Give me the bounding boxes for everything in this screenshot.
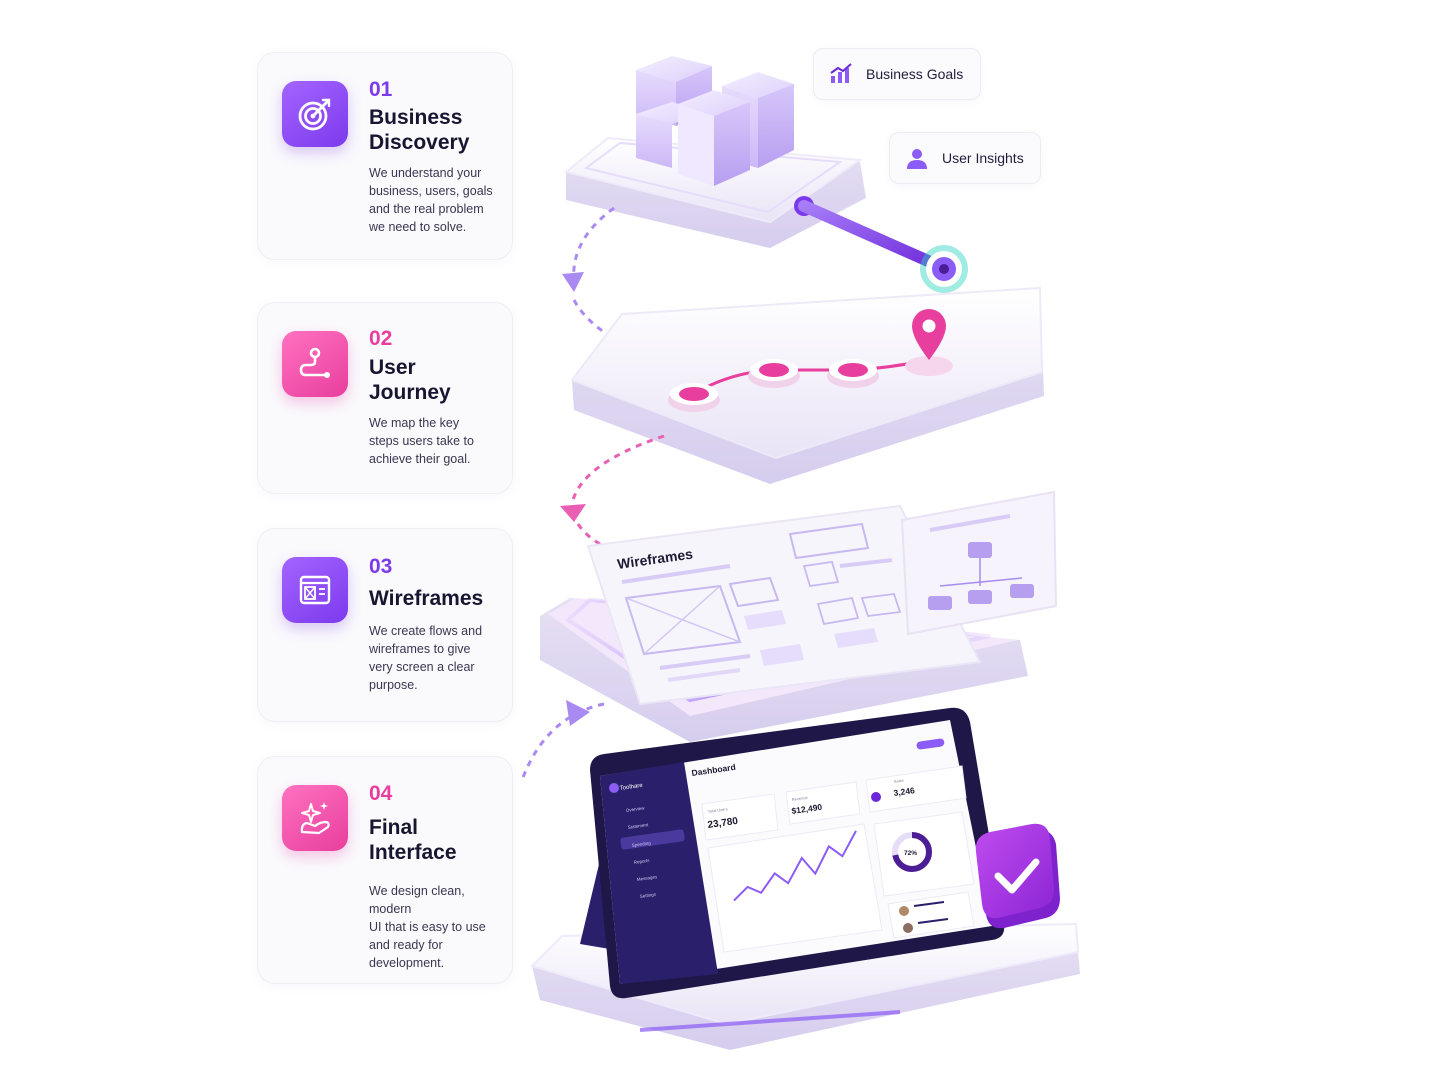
- cube: [636, 102, 706, 168]
- donut-value: 72%: [904, 850, 917, 857]
- svg-text:Revenue: Revenue: [791, 795, 808, 802]
- final-interface-platform: [530, 860, 1080, 1050]
- svg-text:Sales: Sales: [893, 778, 904, 784]
- nav-item: Overview: [625, 805, 645, 813]
- svg-text:Total Users: Total Users: [707, 806, 728, 814]
- journey-node: [668, 383, 720, 412]
- journey-path-icon: [282, 331, 348, 397]
- business-goals-tag: Business Goals: [813, 48, 981, 100]
- line-chart-card: [707, 823, 883, 953]
- svg-text:23,780: 23,780: [707, 816, 739, 831]
- nav-item: Reports: [633, 858, 650, 865]
- wireframes-board: Wireframes: [540, 490, 1058, 742]
- location-pin-icon: [905, 309, 953, 376]
- activity-card: [887, 891, 975, 939]
- cube: [678, 90, 750, 186]
- tablet-dashboard: Toolhare Overview Statement Spending Rep…: [590, 707, 1005, 999]
- journey-node: [748, 359, 800, 388]
- donut-card: 72%: [873, 811, 975, 897]
- sparkle-hand-icon: [282, 785, 348, 851]
- stat-card: Total Users 23,780: [701, 793, 779, 841]
- nav-item: Settings: [639, 892, 657, 899]
- step-number: 03: [369, 555, 393, 578]
- line-chart-series: [733, 830, 857, 902]
- svg-text:$12,490: $12,490: [791, 802, 823, 816]
- step-number: 02: [369, 327, 393, 350]
- business-goals-label: Business Goals: [866, 66, 964, 82]
- user-icon: [904, 145, 930, 171]
- dashboard-nav: Overview Statement Spending Reports Mess…: [620, 805, 685, 899]
- target-icon: [282, 81, 348, 147]
- wireframes-board-title: Wireframes: [616, 546, 694, 572]
- journey-node: [827, 359, 879, 388]
- stat-card: Revenue $12,490: [785, 781, 861, 825]
- step-number: 01: [369, 78, 393, 101]
- nav-item-active: [620, 829, 685, 850]
- stat-card: Sales 3,246: [865, 765, 967, 813]
- user-insights-tag: User Insights: [889, 132, 1041, 184]
- svg-text:3,246: 3,246: [893, 785, 916, 798]
- bar-chart-icon: [828, 61, 854, 87]
- dashboard-brand: Toolhare: [619, 783, 643, 792]
- cube: [722, 72, 794, 168]
- journey-platform: [570, 286, 1044, 484]
- user-insights-label: User Insights: [942, 150, 1024, 166]
- dashboard-title: Dashboard: [691, 762, 736, 778]
- nav-item: Messages: [636, 874, 658, 882]
- donut-chart-arc: [892, 832, 932, 872]
- nav-item: Statement: [627, 822, 649, 830]
- cube: [636, 56, 712, 126]
- wireframe-icon: [282, 557, 348, 623]
- step-number: 04: [369, 782, 393, 805]
- checkmark-badge-icon: [975, 823, 1060, 929]
- nav-item: Spending: [631, 840, 651, 848]
- step-title: Wireframes: [369, 587, 484, 610]
